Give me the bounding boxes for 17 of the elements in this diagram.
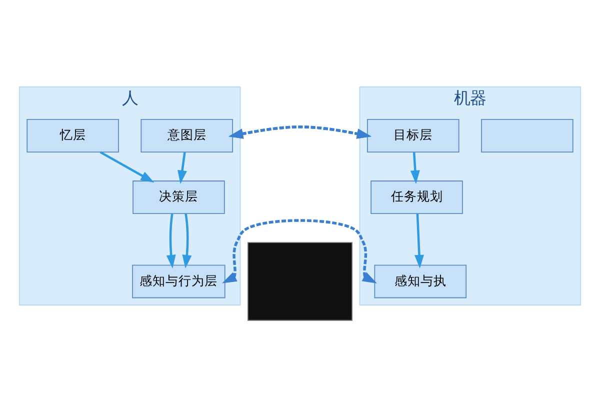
arrow bbox=[228, 126, 372, 139]
node-box bbox=[481, 119, 574, 152]
node-box: 感知与执 bbox=[374, 264, 467, 298]
node-box: 感知与行为层 bbox=[132, 264, 226, 298]
node-box: 目标层 bbox=[366, 119, 460, 152]
arrow bbox=[178, 152, 187, 184]
node-box: 决策层 bbox=[132, 180, 225, 214]
arrow bbox=[182, 214, 192, 269]
node-box: 任务规划 bbox=[370, 180, 463, 214]
arrow bbox=[222, 219, 377, 284]
node-box: 意图层 bbox=[140, 119, 234, 152]
node-box: 忆层 bbox=[26, 119, 119, 152]
node-box bbox=[248, 242, 352, 321]
arrow bbox=[100, 151, 154, 183]
arrow bbox=[166, 214, 176, 269]
arrow bbox=[414, 214, 424, 269]
arrow bbox=[410, 152, 420, 184]
